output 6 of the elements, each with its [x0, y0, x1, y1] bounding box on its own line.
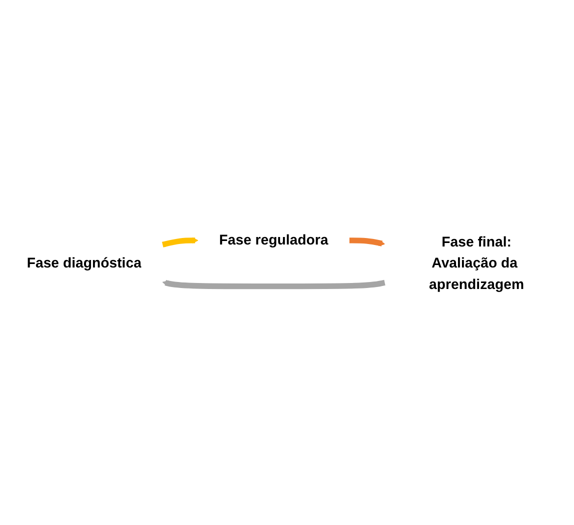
- node-text: Fase diagnóstica: [26, 256, 142, 272]
- arrow: [349, 238, 386, 246]
- arrow: [162, 237, 198, 248]
- node-text: Fase final: Avaliação da aprendizagem: [429, 234, 524, 292]
- node-text: Fase reguladora: [219, 232, 328, 248]
- arrow: [162, 280, 386, 290]
